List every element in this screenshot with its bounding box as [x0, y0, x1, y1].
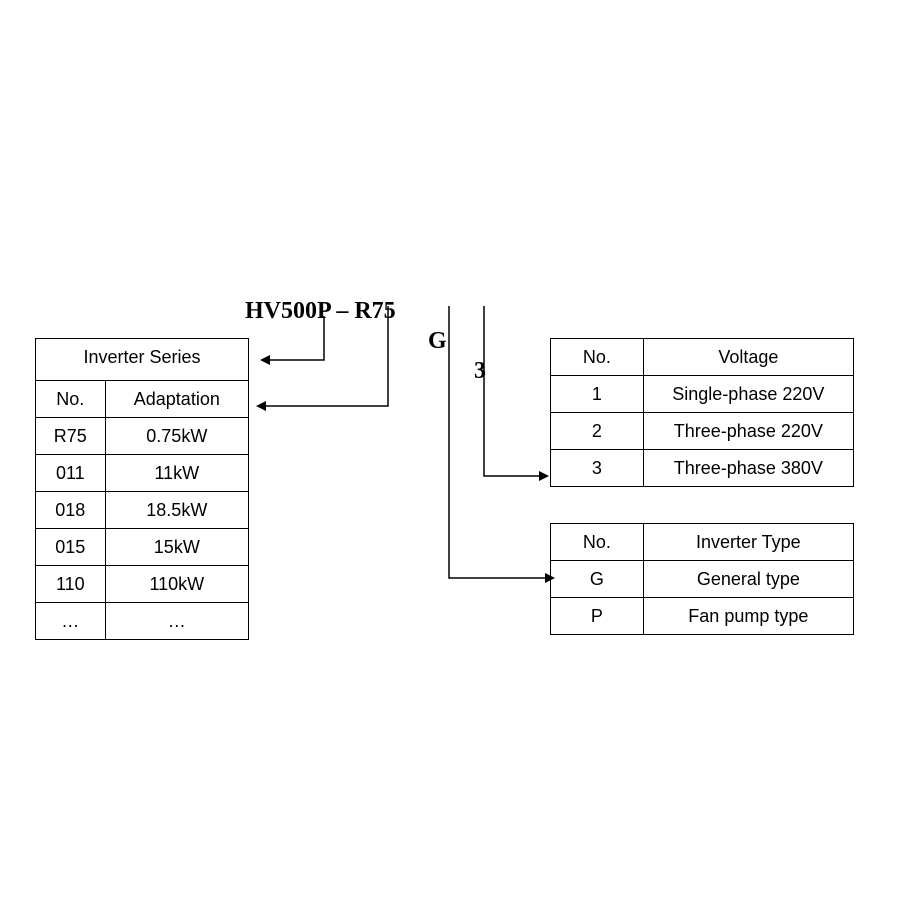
inverter-series-title: Inverter Series: [35, 338, 249, 381]
table-row: 110 110kW: [35, 565, 250, 603]
table-row: G General type: [550, 560, 855, 598]
table-row: R75 0.75kW: [35, 417, 250, 455]
table-title-row: Inverter Series: [35, 338, 249, 381]
power-cell: 0.75kW: [104, 417, 250, 455]
table-header-row: No. Voltage: [550, 338, 855, 376]
table-row: 1 Single-phase 220V: [550, 375, 855, 413]
type-code-cell: P: [550, 597, 644, 635]
column-header-voltage: Voltage: [642, 338, 855, 376]
type-description-cell: Fan pump type: [642, 597, 855, 635]
inverter-type-table: No. Inverter Type G General type P Fan p…: [550, 523, 855, 635]
table-row: 015 15kW: [35, 528, 250, 566]
column-header-no: No.: [550, 338, 644, 376]
power-cell: 11kW: [104, 454, 250, 492]
table-row: … …: [35, 602, 250, 640]
type-code-cell: G: [550, 560, 644, 598]
column-header-no: No.: [35, 380, 106, 418]
power-cell: 15kW: [104, 528, 250, 566]
table-row: 2 Three-phase 220V: [550, 412, 855, 450]
model-code-series-and-power: HV500P – R75: [245, 298, 396, 324]
column-header-inverter-type: Inverter Type: [642, 523, 855, 561]
voltage-code-cell: 3: [550, 449, 644, 487]
table-header-row: No. Inverter Type: [550, 523, 855, 561]
series-code-cell: 110: [35, 565, 106, 603]
type-connector-arrow: [448, 306, 555, 583]
power-cell: 18.5kW: [104, 491, 250, 529]
power-cell: 110kW: [104, 565, 250, 603]
model-code-type: G: [428, 328, 447, 354]
table-row: 3 Three-phase 380V: [550, 449, 855, 487]
model-code-voltage: 3: [474, 358, 486, 384]
voltage-table: No. Voltage 1 Single-phase 220V 2 Three-…: [550, 338, 855, 487]
power-cell: …: [104, 602, 250, 640]
series-code-cell: 018: [35, 491, 106, 529]
column-header-no: No.: [550, 523, 644, 561]
type-description-cell: General type: [642, 560, 855, 598]
series-code-cell: R75: [35, 417, 106, 455]
table-row: P Fan pump type: [550, 597, 855, 635]
voltage-code-cell: 2: [550, 412, 644, 450]
series-code-cell: …: [35, 602, 106, 640]
series-code-cell: 011: [35, 454, 106, 492]
inverter-series-table: Inverter Series No. Adaptation R75 0.75k…: [35, 338, 250, 640]
voltage-connector-arrow: [483, 306, 549, 481]
voltage-value-cell: Three-phase 220V: [642, 412, 855, 450]
series-code-cell: 015: [35, 528, 106, 566]
table-header-row: No. Adaptation: [35, 380, 250, 418]
column-header-adaptation: Adaptation: [104, 380, 250, 418]
table-row: 011 11kW: [35, 454, 250, 492]
table-row: 018 18.5kW: [35, 491, 250, 529]
voltage-code-cell: 1: [550, 375, 644, 413]
voltage-value-cell: Single-phase 220V: [642, 375, 855, 413]
voltage-value-cell: Three-phase 380V: [642, 449, 855, 487]
